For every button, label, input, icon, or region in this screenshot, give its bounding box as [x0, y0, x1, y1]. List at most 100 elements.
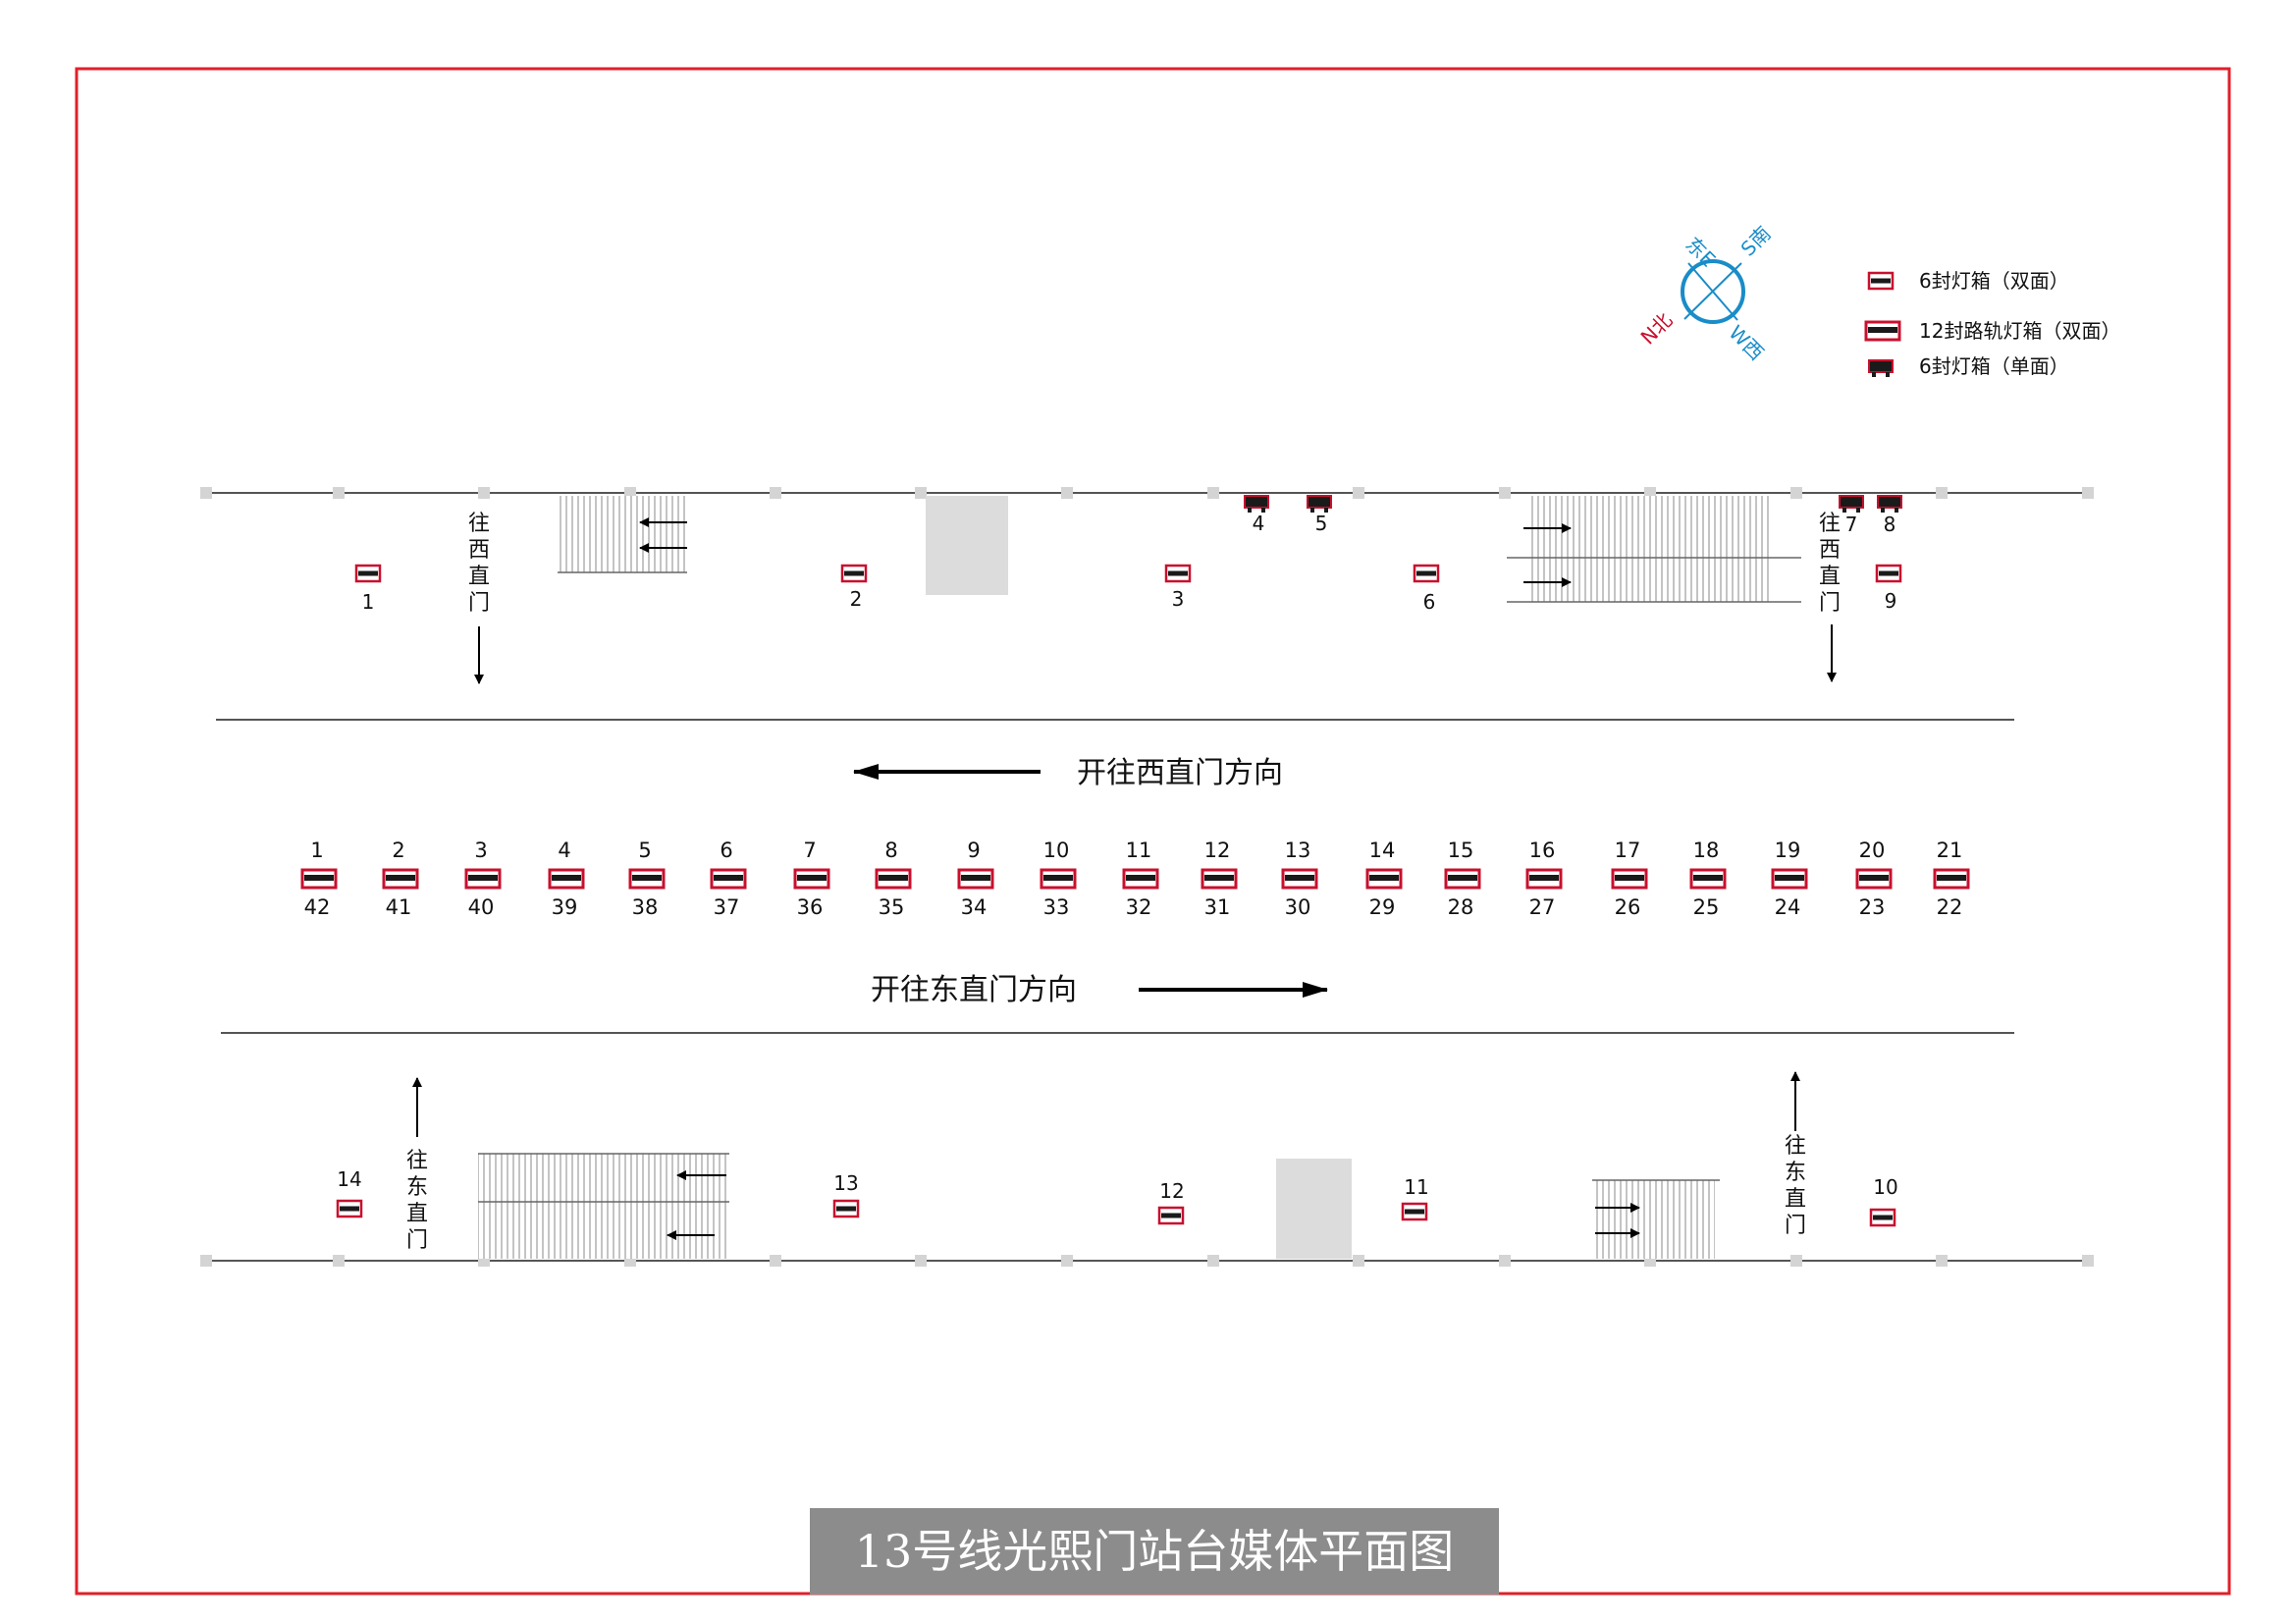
top-lightbox	[1244, 495, 1269, 514]
wall-column	[1499, 487, 1511, 499]
track-lightbox-bottom-number: 39	[552, 895, 578, 919]
top-lightbox	[1307, 495, 1332, 514]
stairway-top-west	[558, 496, 685, 572]
wall-columns-top	[200, 487, 2094, 499]
track-lightbox	[548, 868, 585, 890]
exit-label-west-b: 往西直门	[1819, 512, 1841, 616]
exit-label-char: 直	[406, 1202, 428, 1226]
track-lightbox-top-number: 4	[558, 839, 570, 862]
direction-to-dongzhimen: 开往东直门方向	[871, 973, 1077, 1007]
top-lightbox-number: 2	[850, 587, 863, 611]
top-lightbox	[840, 564, 868, 583]
stairway-bottom-west	[478, 1154, 729, 1259]
direction-to-xizhimen: 开往西直门方向	[1077, 756, 1283, 790]
single-sided-6-lightbox-icon	[1868, 359, 1894, 378]
exit-label-char: 西	[468, 538, 490, 563]
track-lightbox-top-number: 11	[1126, 839, 1152, 862]
bottom-lightbox-number: 11	[1404, 1175, 1428, 1199]
bottom-lightbox-number: 12	[1159, 1179, 1184, 1203]
track-lightbox	[1365, 868, 1403, 890]
exit-label-char: 门	[406, 1228, 428, 1253]
top-lightbox-number: 3	[1172, 587, 1185, 611]
exit-label-west-a: 往西直门	[468, 512, 490, 616]
exit-label-char: 往	[406, 1149, 428, 1173]
compass-ring	[1681, 259, 1745, 324]
wall-column	[1207, 1255, 1219, 1267]
wall-column	[915, 487, 927, 499]
exit-label-char: 直	[468, 565, 490, 589]
wall-column	[1936, 1255, 1948, 1267]
top-lightbox-number: 4	[1253, 512, 1265, 535]
track-lightbox-bottom-number: 31	[1204, 895, 1231, 919]
track-lightbox	[464, 868, 502, 890]
legend-label-rail-12: 12封路轨灯箱（双面）	[1919, 319, 2120, 343]
bottom-lightbox	[1157, 1206, 1185, 1225]
wall-column	[770, 487, 781, 499]
compass-north-label: N北	[1636, 308, 1678, 350]
compass-south-label: S南	[1736, 221, 1776, 260]
top-lightbox-number: 1	[362, 590, 375, 614]
track-lightbox-top-number: 15	[1448, 839, 1474, 862]
wall-column	[1061, 1255, 1073, 1267]
top-lightbox	[1164, 564, 1192, 583]
track-lightbox	[1040, 868, 1077, 890]
wall-column	[478, 487, 490, 499]
track-lightbox	[1201, 868, 1238, 890]
bottom-lightbox	[1869, 1208, 1896, 1227]
rail-12-lightbox-icon	[1864, 320, 1901, 342]
track-lightbox-bottom-number: 38	[632, 895, 659, 919]
equipment-room-bottom	[1276, 1159, 1352, 1259]
wall-column	[770, 1255, 781, 1267]
wall-column	[1790, 487, 1802, 499]
track-lightbox	[1689, 868, 1727, 890]
track-lightbox-bottom-number: 24	[1775, 895, 1801, 919]
track-lightbox-bottom-number: 34	[961, 895, 988, 919]
exit-label-char: 西	[1819, 538, 1841, 563]
compass-west-label: W西	[1724, 321, 1768, 365]
track-lightbox-top-number: 18	[1693, 839, 1720, 862]
top-lightbox-number: 6	[1423, 590, 1436, 614]
track-lightbox-top-number: 20	[1859, 839, 1886, 862]
exit-label-char: 往	[468, 512, 490, 536]
track-lightbox-top-number: 5	[638, 839, 651, 862]
track-lightbox-top-number: 6	[720, 839, 732, 862]
exit-label-char: 东	[406, 1175, 428, 1200]
wall-column	[200, 487, 212, 499]
stairway-top-east	[1531, 496, 1772, 602]
track-lightbox-bottom-number: 26	[1615, 895, 1641, 919]
legend-label-single-6: 6封灯箱（单面）	[1919, 354, 2069, 378]
track-lightbox-top-number: 2	[392, 839, 404, 862]
top-lightbox	[354, 564, 382, 583]
track-lightbox-bottom-number: 30	[1285, 895, 1311, 919]
bottom-lightbox-number: 14	[337, 1167, 361, 1191]
track-lightbox-top-number: 19	[1775, 839, 1801, 862]
top-lightbox	[1877, 495, 1902, 514]
wall-column	[2082, 487, 2094, 499]
track-lightbox-top-number: 14	[1369, 839, 1396, 862]
track-lightbox	[1611, 868, 1648, 890]
legend: 6封灯箱（双面） 12封路轨灯箱（双面） 6封灯箱（单面）	[1864, 269, 2120, 378]
top-lightbox	[1839, 495, 1864, 514]
wall-column	[1936, 487, 1948, 499]
track-lightbox-top-number: 3	[474, 839, 487, 862]
track-lightbox-bottom-number: 33	[1043, 895, 1070, 919]
wall-column	[333, 1255, 345, 1267]
exit-label-east-a: 往东直门	[406, 1149, 428, 1253]
exit-label-char: 直	[1785, 1187, 1806, 1212]
bottom-lightbox	[832, 1199, 860, 1218]
wall-column	[1499, 1255, 1511, 1267]
track-lightbox	[1444, 868, 1481, 890]
track-lightbox-bottom-number: 28	[1448, 895, 1474, 919]
track-lightbox-top-number: 21	[1937, 839, 1963, 862]
equipment-room-top	[926, 496, 1008, 595]
top-lightbox-number: 7	[1845, 513, 1858, 536]
track-lightbox-top-number: 12	[1204, 839, 1231, 862]
track-lightbox-top-number: 16	[1529, 839, 1556, 862]
track-lightbox	[710, 868, 747, 890]
track-lightbox	[1855, 868, 1893, 890]
top-lightbox-number: 5	[1315, 512, 1328, 535]
exit-label-char: 门	[1785, 1214, 1806, 1238]
track-lightbox-bottom-number: 41	[386, 895, 412, 919]
exit-label-char: 东	[1785, 1161, 1806, 1185]
